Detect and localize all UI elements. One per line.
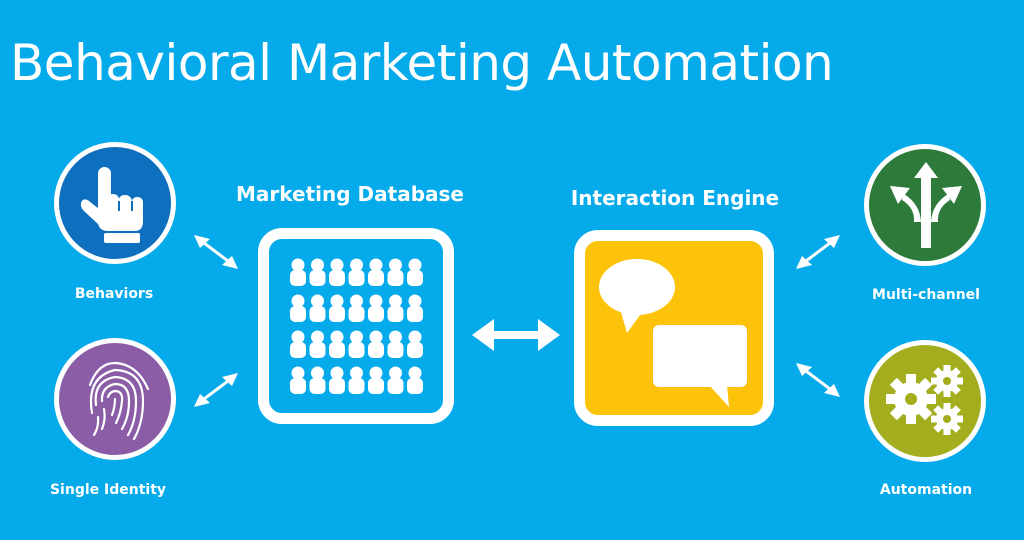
multi-channel-label: Multi-channel xyxy=(872,287,980,303)
person-icon xyxy=(348,366,365,394)
person-icon xyxy=(368,366,384,394)
behaviors-database-arrow xyxy=(190,232,242,272)
page-title: Behavioral Marketing Automation xyxy=(10,34,834,92)
identity-database-arrow xyxy=(190,370,242,410)
person-icon xyxy=(368,258,384,286)
automation-label: Automation xyxy=(879,482,973,498)
interaction-engine-label: Interaction Engine xyxy=(570,186,780,210)
person-icon xyxy=(329,258,345,286)
person-icon xyxy=(407,366,423,394)
person-icon xyxy=(407,294,423,322)
person-icon xyxy=(329,294,345,322)
person-icon xyxy=(387,330,404,358)
person-icon xyxy=(290,258,306,286)
person-icon xyxy=(348,330,365,358)
person-icon xyxy=(329,330,345,358)
behaviors-label: Behaviors xyxy=(74,286,154,302)
single-identity-node xyxy=(54,338,176,460)
multi-channel-node xyxy=(864,144,986,266)
gears-icon xyxy=(886,365,963,435)
person-icon xyxy=(309,294,326,322)
fingerprint-icon xyxy=(88,361,150,441)
marketing-database-label: Marketing Database xyxy=(236,182,464,206)
person-icon xyxy=(290,294,306,322)
person-icon xyxy=(407,330,423,358)
people-grid-icon xyxy=(290,258,423,394)
pointing-hand-icon xyxy=(80,167,143,243)
engine-automation-arrow xyxy=(792,360,844,400)
person-icon xyxy=(387,294,404,322)
behaviors-node xyxy=(54,142,176,264)
interaction-engine-box xyxy=(574,230,774,426)
database-engine-arrow xyxy=(470,316,562,354)
engine-multichannel-arrow xyxy=(792,232,844,272)
single-identity-label: Single Identity xyxy=(49,482,167,498)
person-icon xyxy=(309,330,326,358)
automation-node xyxy=(864,340,986,462)
person-icon xyxy=(407,258,423,286)
person-icon xyxy=(329,366,345,394)
person-icon xyxy=(368,294,384,322)
person-icon xyxy=(348,294,365,322)
branching-arrows-icon xyxy=(890,162,962,248)
person-icon xyxy=(387,258,404,286)
person-icon xyxy=(368,330,384,358)
person-icon xyxy=(348,258,365,286)
person-icon xyxy=(309,366,326,394)
person-icon xyxy=(290,366,306,394)
person-icon xyxy=(290,330,306,358)
marketing-database-box xyxy=(258,228,454,424)
speech-bubbles-icon xyxy=(599,259,747,407)
person-icon xyxy=(309,258,326,286)
person-icon xyxy=(387,366,404,394)
